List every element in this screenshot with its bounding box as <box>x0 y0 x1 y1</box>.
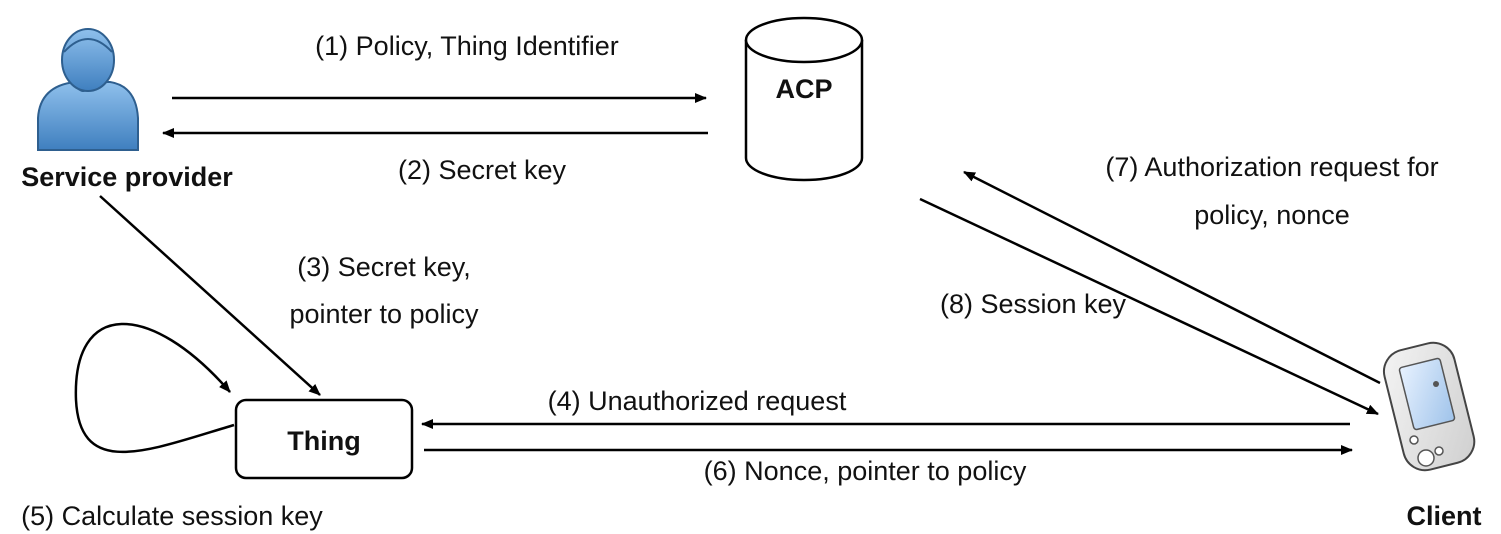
client-label: Client <box>1406 501 1481 531</box>
edge-3-arrow <box>99 195 321 396</box>
edge-5-label: (5) Calculate session key <box>21 501 323 531</box>
edge-2-label: (2) Secret key <box>398 155 567 185</box>
acp-database <box>744 16 864 182</box>
user-icon <box>37 28 139 151</box>
thing-box <box>234 398 414 480</box>
edge-7-label-line1: (7) Authorization request for <box>1105 152 1438 182</box>
edge-5-loop-arrow <box>74 322 235 454</box>
edge-6-label: (6) Nonce, pointer to policy <box>704 456 1027 486</box>
edge-3-label-line2: pointer to policy <box>289 299 479 329</box>
edge-7-arrow <box>963 170 1381 385</box>
acp-label: ACP <box>775 74 832 104</box>
edge-4-label: (4) Unauthorized request <box>548 386 847 416</box>
service-provider-label: Service provider <box>21 162 233 192</box>
edge-3-label-line1: (3) Secret key, <box>297 252 471 282</box>
edge-8-arrow <box>919 197 1379 416</box>
thing-label: Thing <box>287 426 360 456</box>
edge-8-label: (8) Session key <box>940 289 1127 319</box>
edge-7-label-line2: policy, nonce <box>1194 200 1350 230</box>
edge-1-label: (1) Policy, Thing Identifier <box>315 31 619 61</box>
mobile-phone-icon <box>1382 341 1476 472</box>
